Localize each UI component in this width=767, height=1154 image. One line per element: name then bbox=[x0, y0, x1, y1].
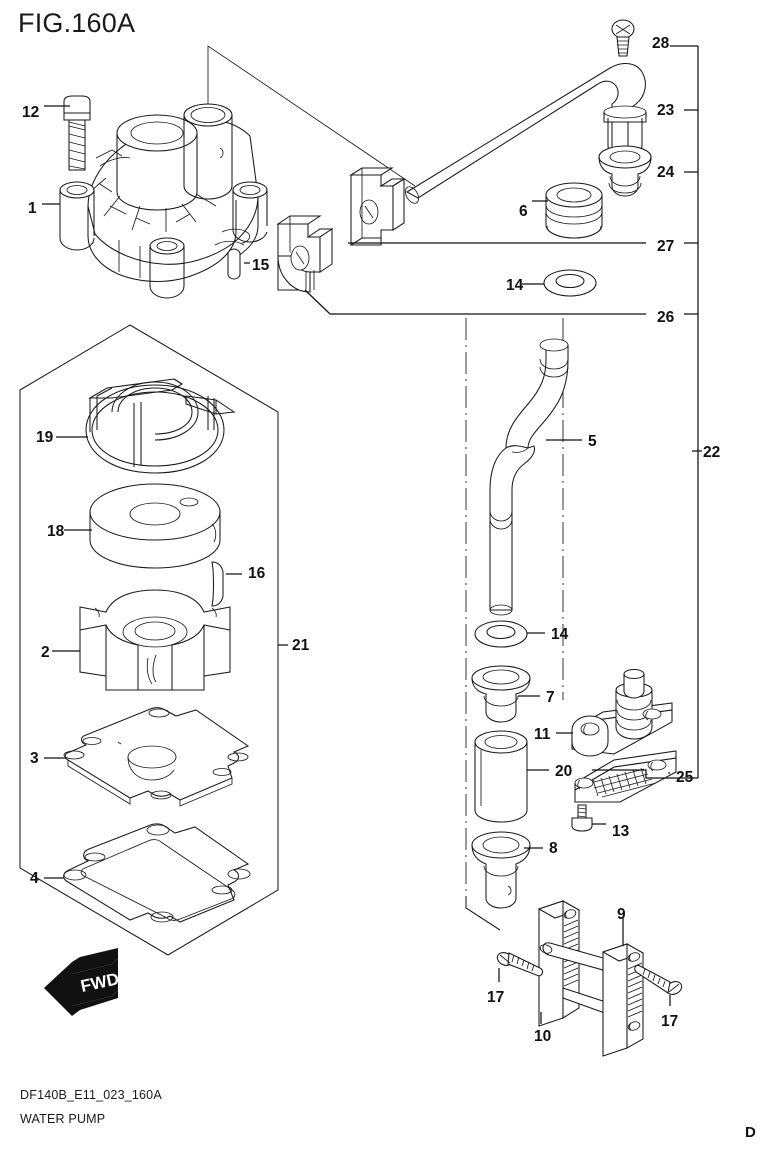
bolt-13 bbox=[571, 804, 593, 832]
bolt-12 bbox=[63, 95, 91, 171]
callout-14-seal-washer: 14 bbox=[551, 626, 569, 643]
callout-8-grommet-lower: 8 bbox=[549, 840, 558, 857]
callout-5-water-tube-hose: 5 bbox=[588, 433, 597, 450]
callout-9-anode-right: 9 bbox=[617, 906, 626, 923]
callout-15-pin: 15 bbox=[252, 257, 270, 274]
callout-11-anode-holder: 11 bbox=[534, 726, 551, 743]
callout-22-tube-assy-bracket: 22 bbox=[703, 444, 721, 461]
callout-26-clamp-lower: 26 bbox=[657, 309, 675, 326]
column-foot bbox=[465, 896, 501, 931]
callout-4-case-gasket: 4 bbox=[30, 870, 39, 887]
screw-17-left bbox=[496, 952, 544, 977]
footer-code: DF140B_E11_023_160A bbox=[20, 1088, 162, 1102]
anode-holder-11 bbox=[571, 668, 673, 757]
water-tube-sleeve-20 bbox=[474, 730, 528, 823]
page-marker: D bbox=[745, 1124, 756, 1141]
callout-18-insert-cartridge: 18 bbox=[47, 523, 65, 540]
callout-17-screw: 17 bbox=[661, 1013, 679, 1030]
seal-washer-14-lower bbox=[474, 620, 528, 648]
impeller-key-16 bbox=[211, 561, 224, 607]
callout-20-water-tube-sleeve: 20 bbox=[555, 763, 573, 780]
screw-17-right bbox=[634, 964, 683, 995]
grommet-6 bbox=[545, 182, 603, 239]
callout-28-screw: 28 bbox=[652, 35, 670, 52]
callout-16-impeller-key: 16 bbox=[248, 565, 266, 582]
callout-24-grommet: 24 bbox=[657, 164, 675, 181]
callout-25-anode-plate-assy: 25 bbox=[676, 769, 694, 786]
callout-2-impeller: 2 bbox=[41, 644, 50, 661]
footer-figure-name: WATER PUMP bbox=[20, 1112, 106, 1126]
callout-6-grommet: 6 bbox=[519, 203, 528, 220]
callout-1-water-pump-case: 1 bbox=[28, 200, 37, 217]
leader-25-line bbox=[592, 769, 684, 779]
callout-21-repair-kit: 21 bbox=[292, 637, 310, 654]
water-hose-5 bbox=[489, 338, 569, 616]
callout-3-plate-gasket: 3 bbox=[30, 750, 39, 767]
screw-28 bbox=[611, 19, 635, 57]
callout-17-screw: 17 bbox=[487, 989, 505, 1006]
case-gasket-4 bbox=[63, 823, 251, 923]
fwd-arrow-marker: FWD bbox=[44, 948, 121, 1016]
anode-right-9 bbox=[539, 942, 645, 1057]
callout-14-seal-washer: 14 bbox=[506, 277, 524, 294]
insert-18 bbox=[89, 483, 221, 569]
callout-27-clamp-upper: 27 bbox=[657, 238, 675, 255]
plate-gasket-3 bbox=[63, 707, 250, 807]
callout-19-guide-plate: 19 bbox=[36, 429, 54, 446]
callout-7-grommet-upper: 7 bbox=[546, 689, 555, 706]
callout-13-bolt: 13 bbox=[612, 823, 630, 840]
water-pump-case bbox=[59, 103, 268, 299]
grommet-24 bbox=[598, 145, 652, 197]
tube-attachment-indicator bbox=[207, 45, 416, 187]
callout-12-bolt: 12 bbox=[22, 104, 40, 121]
page-title: FIG.160A bbox=[18, 8, 136, 38]
impeller-2 bbox=[79, 589, 231, 691]
grommet-8 bbox=[471, 831, 531, 909]
clamp-26 bbox=[276, 215, 334, 293]
callout-10-anode-left: 10 bbox=[534, 1028, 552, 1045]
grommet-7 bbox=[471, 665, 531, 723]
guide-plate-19 bbox=[85, 378, 236, 474]
seal-washer-14-upper bbox=[543, 269, 597, 297]
leader-26 bbox=[304, 289, 646, 315]
pin-15 bbox=[227, 248, 241, 280]
anode-plate-25 bbox=[574, 750, 677, 803]
clamp-27 bbox=[349, 167, 406, 246]
callout-23-tube-joint: 23 bbox=[657, 102, 675, 119]
repair-kit-outline bbox=[19, 324, 279, 956]
